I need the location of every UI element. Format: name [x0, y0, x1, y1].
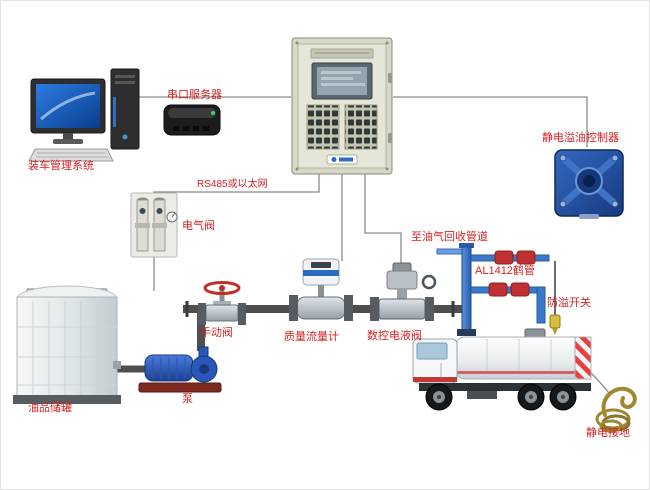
workstation-computer-icon [27, 67, 145, 168]
batch-controller-icon [291, 37, 393, 180]
label-mass-flow-meter: 质量流量计 [284, 331, 339, 343]
electric-valve-icon [127, 191, 185, 270]
line-controller-to-static-box [393, 96, 588, 147]
cnc-valve-icon [367, 261, 437, 332]
serial-server-icon [161, 99, 223, 146]
manual-valve-icon [193, 279, 251, 332]
line-grounding-cable [590, 372, 610, 394]
overflow-switch-sensor-icon [549, 314, 561, 335]
label-storage-tank: 油品储罐 [28, 402, 72, 414]
label-cnc-valve: 数控电液阀 [367, 330, 422, 342]
label-serial-server: 串口服务器 [167, 89, 222, 101]
loading-arm-icon [433, 237, 583, 344]
tank-truck-icon [407, 321, 601, 418]
static-overflow-controller-icon [551, 146, 627, 227]
label-loading-system: 装车管理系统 [28, 160, 94, 172]
label-pump: 泵 [182, 393, 193, 405]
label-network: RS485或以太网 [197, 179, 268, 190]
label-static-controller: 静电溢油控制器 [542, 132, 619, 144]
mass-flow-meter-icon [289, 257, 353, 334]
label-loading-arm: AL1412鹤管 [475, 265, 535, 277]
label-vapor-recovery: 至油气回收管道 [411, 231, 488, 243]
label-static-grounding: 静电接地 [586, 427, 630, 439]
pump-icon [137, 343, 227, 400]
line-controller-to-cnc-valve [364, 171, 402, 267]
label-manual-valve: 手动阀 [200, 327, 233, 339]
label-overflow-switch: 防溢开关 [547, 297, 591, 309]
label-electric-valve: 电气阀 [182, 220, 215, 232]
storage-tank-icon [13, 277, 121, 412]
pipe-flanges [185, 301, 455, 317]
static-grounding-icon [591, 383, 647, 438]
